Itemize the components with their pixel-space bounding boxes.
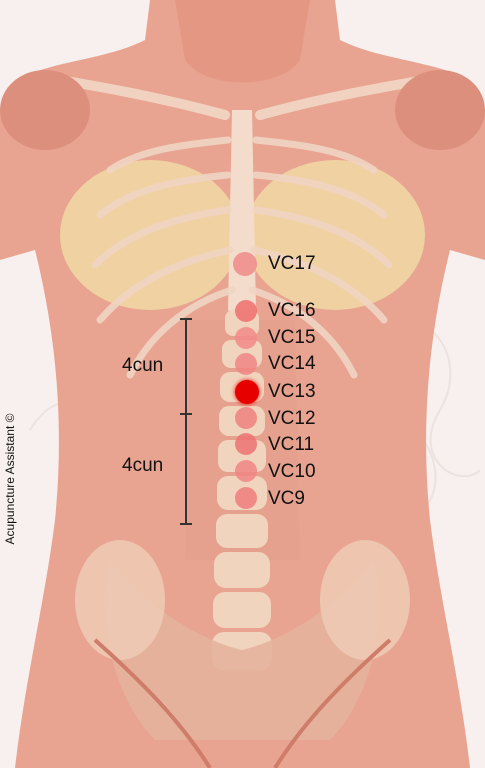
shoulder-left xyxy=(0,70,90,150)
point-vc14-dot xyxy=(235,353,257,375)
point-vc11-label: VC11 xyxy=(268,434,315,455)
bracket-lower-line xyxy=(185,414,187,524)
neck xyxy=(175,0,310,83)
point-vc16-dot xyxy=(235,300,257,322)
iliac-left xyxy=(75,540,165,660)
point-vc13-label: VC13 xyxy=(268,381,316,402)
point-vc10-dot xyxy=(235,460,257,482)
point-vc16-label: VC16 xyxy=(268,300,316,321)
bracket-mid-tick xyxy=(180,413,192,415)
measure-label-lower: 4cun xyxy=(122,455,164,476)
pelvis xyxy=(105,560,380,740)
bracket-upper-line xyxy=(185,318,187,414)
point-vc12-dot xyxy=(235,407,257,429)
credit-text: Acupuncture Assistant © xyxy=(3,413,17,545)
point-vc9-dot xyxy=(235,487,257,509)
point-vc10-label: VC10 xyxy=(268,461,316,482)
point-vc9-label: VC9 xyxy=(268,488,305,509)
bracket-upper-top-tick xyxy=(180,318,192,320)
credit-container: Acupuncture Assistant © xyxy=(0,395,20,563)
iliac-right xyxy=(320,540,410,660)
breast-left xyxy=(60,160,240,310)
point-vc17-label: VC17 xyxy=(268,253,316,274)
point-vc17-dot xyxy=(233,252,257,276)
ribs xyxy=(91,136,393,379)
shoulder-right xyxy=(395,70,485,150)
point-vc13-dot xyxy=(235,380,259,404)
sternum xyxy=(228,110,256,330)
inguinal-right xyxy=(273,638,392,768)
point-vc11-dot xyxy=(235,433,257,455)
inguinal-left xyxy=(93,638,212,768)
breast-right xyxy=(245,160,425,310)
point-vc12-label: VC12 xyxy=(268,408,316,429)
point-vc15-label: VC15 xyxy=(268,327,316,348)
measure-label-upper: 4cun xyxy=(122,355,164,376)
clavicle-right xyxy=(255,75,430,120)
point-vc15-dot xyxy=(235,327,257,349)
clavicle-left xyxy=(55,75,230,120)
point-vc14-label: VC14 xyxy=(268,353,316,374)
bracket-lower-bottom-tick xyxy=(180,523,192,525)
